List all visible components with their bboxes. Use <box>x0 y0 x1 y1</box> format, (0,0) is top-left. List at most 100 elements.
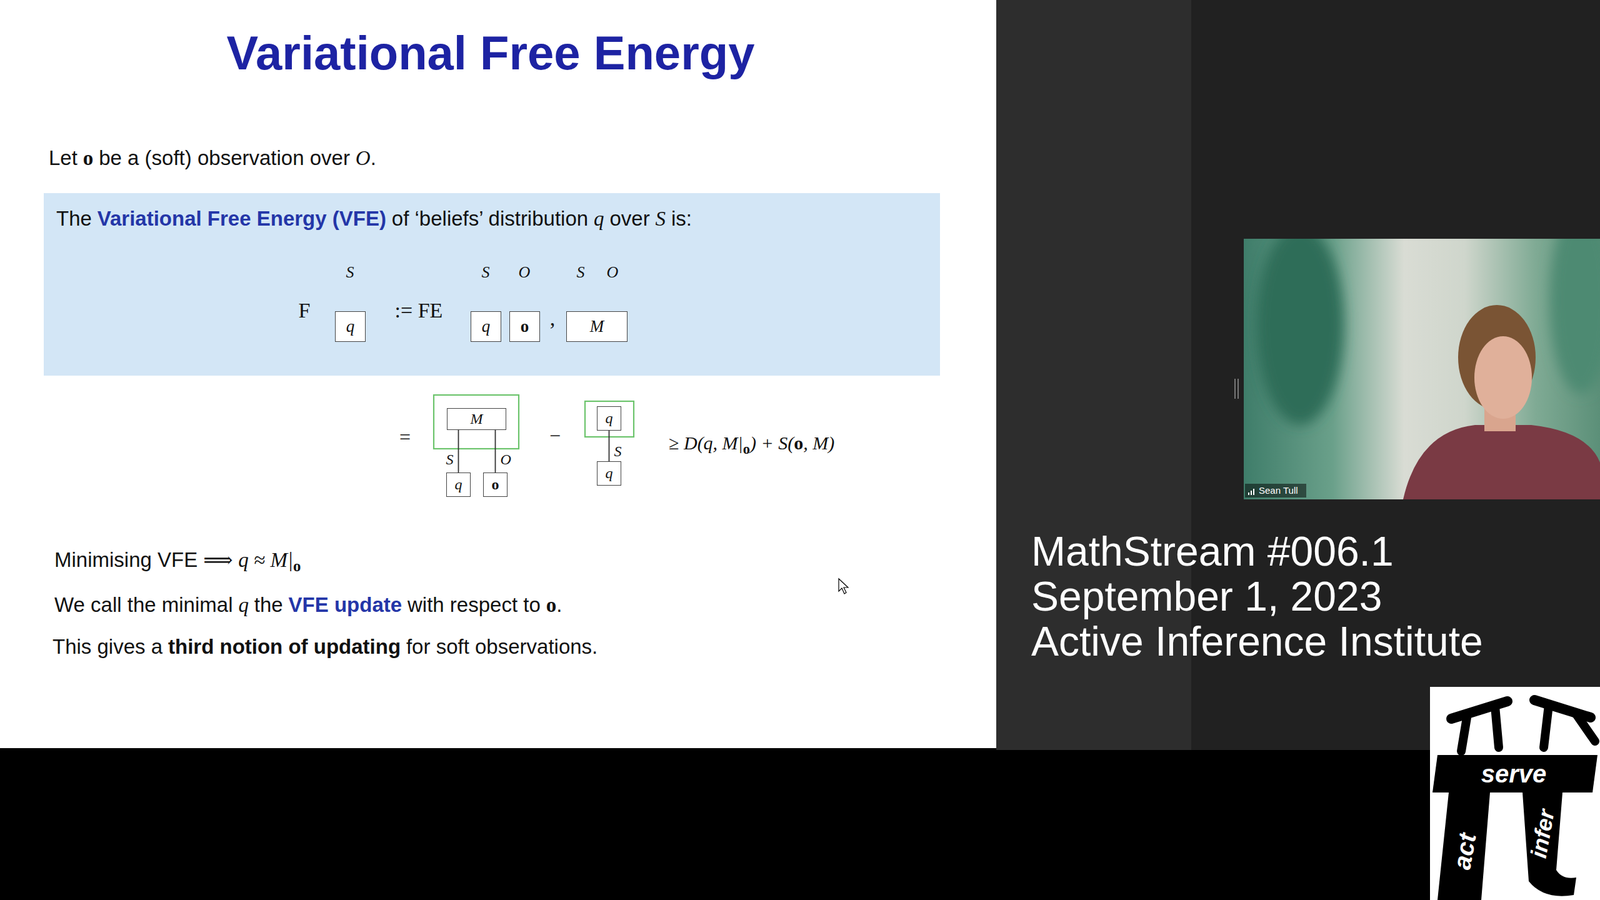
state-box: q <box>446 472 471 497</box>
slide-text: , M) <box>803 432 835 455</box>
signal-bar <box>1253 488 1255 495</box>
box-letter: q <box>605 465 614 483</box>
wire-label: S <box>346 263 355 282</box>
logo-leg <box>1437 792 1490 900</box>
node-text: M <box>470 410 484 429</box>
comma: , <box>550 306 556 331</box>
logo-ground <box>1430 686 1600 900</box>
definition-text: over <box>609 206 650 231</box>
minus-sign: − <box>549 424 561 448</box>
slide-text: Minimising VFE <box>54 548 198 572</box>
slide-text: This gives a <box>52 635 163 659</box>
highlight-frame <box>433 395 519 449</box>
logo-stroke <box>1543 705 1549 748</box>
wire-label: S <box>481 263 490 282</box>
node-text: q <box>455 476 463 494</box>
slide-text: . <box>556 593 562 617</box>
wire-label: O <box>518 263 531 282</box>
string-wire <box>495 430 497 473</box>
state-box: q <box>335 311 366 342</box>
slide-title: Variational Free Energy <box>226 25 755 80</box>
text-line: ≥ D(q, M|o) + S(o, M) <box>668 432 835 455</box>
node-text: TheVariational Free Energy (VFE)of ‘beli… <box>56 206 692 232</box>
box-letter: o <box>520 316 530 337</box>
function-name: F <box>298 298 311 323</box>
signal-bar <box>1248 492 1250 495</box>
node-text: q <box>605 465 614 483</box>
box-letter: q <box>455 476 463 494</box>
logo-stroke <box>1575 712 1595 742</box>
text-line: Letobe a (soft) observation overO. <box>48 146 377 171</box>
slide-text: for soft observations. <box>406 635 598 659</box>
mouse-cursor <box>838 578 849 594</box>
webcam-blob <box>1256 238 1344 425</box>
box-letter: q <box>346 316 355 337</box>
logo-leg <box>1522 792 1577 897</box>
stream-info: September 1, 2023 <box>1031 573 1382 621</box>
definition-text: of ‘beliefs’ distribution <box>391 206 589 231</box>
definition-text: Variational Free Energy (VFE) <box>97 206 387 231</box>
slide-ground <box>0 0 997 749</box>
logo-stroke <box>1461 713 1468 752</box>
text-line: We call the minimalqtheVFE updatewith re… <box>54 593 562 618</box>
slide-text: VFE update <box>288 593 403 617</box>
observation-box: o <box>483 472 508 497</box>
webcam-image <box>1243 238 1600 500</box>
slide-text: We call the minimal <box>54 593 233 617</box>
logo-word: serve <box>1481 759 1547 789</box>
name-tag <box>1245 483 1307 498</box>
text-line: Minimising VFE⟹q ≈ M|o <box>54 548 301 573</box>
observation-box: o <box>509 311 540 342</box>
definition-symbol: := FE <box>395 298 444 323</box>
definition-text: The <box>56 206 92 231</box>
model-box: M <box>446 408 507 430</box>
logo-symbol <box>1432 700 1598 900</box>
stream-info: MathStream #006.1 <box>1031 528 1394 576</box>
slide-text: q ≈ M| <box>238 548 294 573</box>
logo-stroke <box>1534 700 1591 718</box>
node-text: q <box>605 410 614 428</box>
slide-text: o <box>83 146 94 171</box>
node-text: q <box>481 316 491 337</box>
slide-text: O <box>355 146 371 171</box>
string-wire <box>458 430 460 473</box>
wire-label: S <box>446 451 454 469</box>
webcam-blob <box>1550 238 1600 394</box>
stream-info: Active Inference Institute <box>1031 618 1484 666</box>
box-letter: M <box>590 316 605 337</box>
definition-text: q <box>593 207 605 232</box>
equals-sign: = <box>399 425 411 449</box>
signal-bar <box>1250 490 1252 495</box>
slide-text: with respect to <box>407 593 541 617</box>
logo-bar <box>1432 755 1598 793</box>
slide-text: o <box>546 593 557 618</box>
slide-text: ⟹ <box>203 548 233 573</box>
wire-label: S <box>614 443 622 462</box>
slide-text: third notion of updating <box>168 635 401 659</box>
person-shirt <box>1403 425 1600 500</box>
wire-label: S <box>576 263 585 282</box>
slide-text: . <box>370 146 377 170</box>
box-letter: M <box>470 410 484 429</box>
box-letter: q <box>605 410 614 428</box>
definition-text: S <box>655 207 667 232</box>
person-face <box>1474 336 1532 419</box>
slide-text: be a (soft) observation over <box>98 146 350 170</box>
state-box: q <box>596 406 622 431</box>
definition-band: q q o M TheVariational Free Energy (VFE)of ‘… <box>43 193 940 376</box>
slide-text: ) + S( <box>750 432 794 455</box>
string-wire <box>608 430 610 462</box>
node-text: o <box>491 476 500 494</box>
model-box: M <box>566 311 628 342</box>
participant-name: Sean Tull <box>1258 485 1299 496</box>
slide-text: o <box>293 557 301 575</box>
slide-text: ≥ D(q, M| <box>668 432 744 455</box>
text-line: This gives athird notion of updatingfor … <box>52 635 598 659</box>
node-text: o <box>520 316 530 337</box>
splitter-grip <box>1234 378 1236 399</box>
node-text: q <box>346 316 355 337</box>
box-letter: o <box>491 476 500 494</box>
slide-text: o <box>743 441 750 458</box>
definition-text: is: <box>671 206 692 231</box>
slide-text: q <box>238 593 249 618</box>
